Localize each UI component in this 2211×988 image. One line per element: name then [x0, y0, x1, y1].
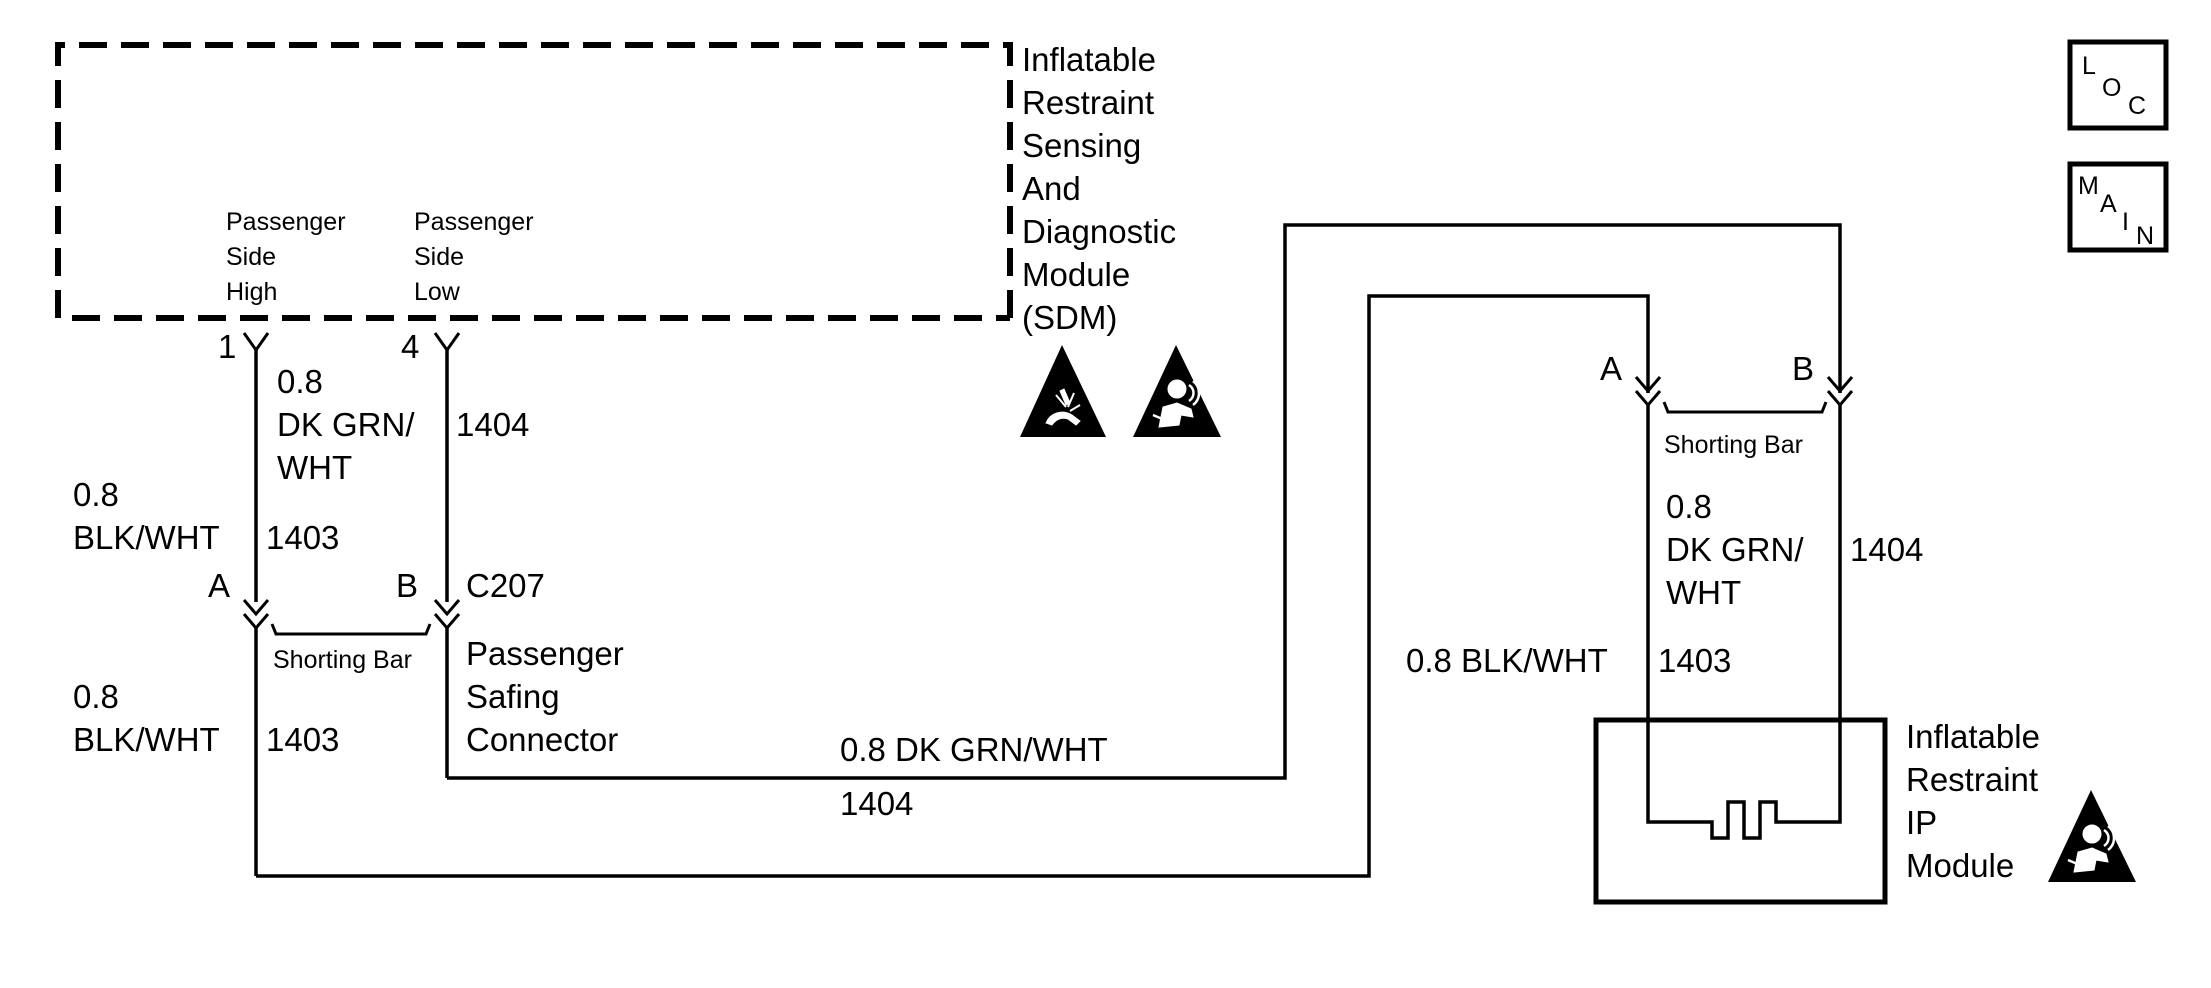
sdm-pin1-terminal: [242, 332, 270, 353]
sdm-module: Inflatable Restraint Sensing And Diagnos…: [55, 41, 1176, 365]
c207-pin-b: B: [396, 567, 418, 604]
loc-button[interactable]: L O C: [2067, 39, 2169, 131]
loc-letter-l: L: [2082, 52, 2096, 80]
pin1-label-line-3: High: [226, 278, 277, 306]
wire-right-blkwht-label: 0.8 BLK/WHT: [1406, 642, 1608, 679]
ip-module-name-line-4: Module: [1906, 847, 2014, 884]
ip-module-squib-element: [1646, 800, 1842, 840]
wire-horizontal-dkgrn-label: 0.8 DK GRN/WHT: [840, 731, 1108, 768]
c207-name-line-3: Connector: [466, 721, 618, 758]
wire-upper-dkgrn-color-2: WHT: [277, 449, 352, 486]
main-button-frame[interactable]: [2067, 161, 2169, 253]
wire-upper-dkgrn-color-1: DK GRN/: [277, 406, 415, 443]
pin4-label-line-3: Low: [414, 278, 461, 306]
main-button[interactable]: M A I N: [2067, 161, 2169, 253]
wire-right-dkgrn-circuit: 1404: [1850, 531, 1923, 568]
sdm-title-line-6: Module: [1022, 256, 1130, 293]
wire-horizontal-dkgrn-circuit: 1404: [840, 785, 913, 822]
ip-module-name-line-1: Inflatable: [1906, 718, 2040, 755]
ip-conn-pin-b-chevron-top: [1826, 376, 1854, 394]
connector-c207: A B C207 Shorting Bar Passenger Safing C…: [208, 567, 624, 758]
main-letter-i: I: [2122, 208, 2129, 236]
c207-pin-a: A: [208, 567, 230, 604]
sdm-pin4-terminal: [433, 332, 461, 353]
wire-upper-dkgrn-gauge: 0.8: [277, 363, 323, 400]
ip-module-name-line-3: IP: [1906, 804, 1937, 841]
ip-module-name-line-2: Restraint: [1906, 761, 2038, 798]
ip-module-connector: A B Shorting Bar: [1600, 350, 1854, 459]
pin4-label-line-1: Passenger: [414, 208, 534, 236]
sdm-title-line-1: Inflatable: [1022, 41, 1156, 78]
ip-conn-pin-a: A: [1600, 350, 1622, 387]
wire-1404-route: [447, 223, 1842, 780]
c207-pin-b-chevron-top: [433, 599, 461, 617]
wire-upper-dkgrn-circuit: 1404: [456, 406, 529, 443]
wire-lower-blkwht-color: BLK/WHT: [73, 721, 220, 758]
main-letter-a: A: [2100, 190, 2117, 218]
sdm-dashed-outline: [55, 42, 1013, 321]
loc-letter-c: C: [2128, 92, 2146, 120]
main-letter-m: M: [2078, 172, 2099, 200]
sdm-title-line-4: And: [1022, 170, 1081, 207]
main-letter-n: N: [2136, 222, 2154, 250]
pin4-label-line-2: Side: [414, 243, 464, 271]
pin1-label-line-1: Passenger: [226, 208, 346, 236]
esd-sensitive-icon: [1020, 345, 1106, 437]
wire-lower-blkwht-gauge: 0.8: [73, 678, 119, 715]
loc-letter-o: O: [2102, 74, 2121, 102]
c207-shorting-bar-label: Shorting Bar: [273, 646, 412, 674]
ip-conn-pin-b: B: [1792, 350, 1814, 387]
sdm-title-line-2: Restraint: [1022, 84, 1154, 121]
wire-upper-blkwht-circuit: 1403: [266, 519, 339, 556]
pin1-number: 1: [218, 328, 236, 365]
sdm-title-line-7: (SDM): [1022, 299, 1117, 336]
sdm-title-line-5: Diagnostic: [1022, 213, 1176, 250]
ip-module: Inflatable Restraint IP Module: [1593, 717, 2040, 905]
c207-id: C207: [466, 567, 545, 604]
wire-lower-blkwht-circuit: 1403: [266, 721, 339, 758]
wire-right-dkgrn-gauge: 0.8: [1666, 488, 1712, 525]
wire-right-blkwht-circuit: 1403: [1658, 642, 1731, 679]
ip-conn-shorting-bar-label: Shorting Bar: [1664, 431, 1803, 459]
wire-upper-blkwht-color: BLK/WHT: [73, 519, 220, 556]
airbag-warning-icon-module: [2048, 790, 2136, 882]
pin1-label-line-2: Side: [226, 243, 276, 271]
c207-name-line-2: Safing: [466, 678, 560, 715]
ip-conn-pin-a-chevron-top: [1634, 376, 1662, 394]
wire-right-dkgrn-color-2: WHT: [1666, 574, 1741, 611]
pin4-number: 4: [401, 328, 419, 365]
ip-conn-shorting-bar: [1662, 401, 1828, 414]
c207-shorting-bar: [270, 623, 432, 636]
c207-name-line-1: Passenger: [466, 635, 624, 672]
c207-pin-a-chevron-top: [242, 599, 270, 617]
wire-1403-route: [256, 294, 1650, 878]
ip-module-box: [1593, 717, 1888, 905]
wire-right-dkgrn-color-1: DK GRN/: [1666, 531, 1804, 568]
loc-button-frame[interactable]: [2067, 39, 2169, 131]
sdm-title-line-3: Sensing: [1022, 127, 1141, 164]
wire-upper-blkwht-gauge: 0.8: [73, 476, 119, 513]
airbag-warning-icon: [1133, 345, 1221, 437]
